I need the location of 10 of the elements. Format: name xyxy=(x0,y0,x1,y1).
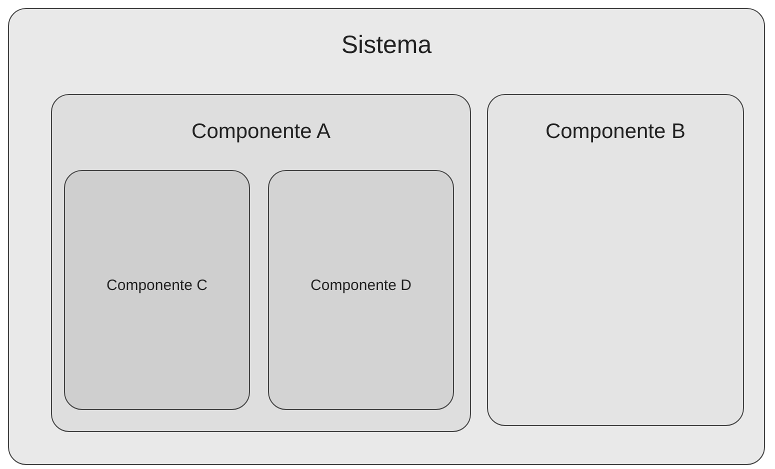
box-title: Componente B xyxy=(544,120,687,144)
box-title: Componente A xyxy=(190,120,332,144)
box-title: Sistema xyxy=(340,31,433,60)
component-box xyxy=(487,94,744,426)
system-box xyxy=(8,8,765,465)
component-box xyxy=(268,170,454,410)
box-title: Componente C xyxy=(106,277,208,294)
component-box xyxy=(51,94,471,432)
component-box xyxy=(64,170,250,410)
box-title: Componente D xyxy=(310,277,412,294)
